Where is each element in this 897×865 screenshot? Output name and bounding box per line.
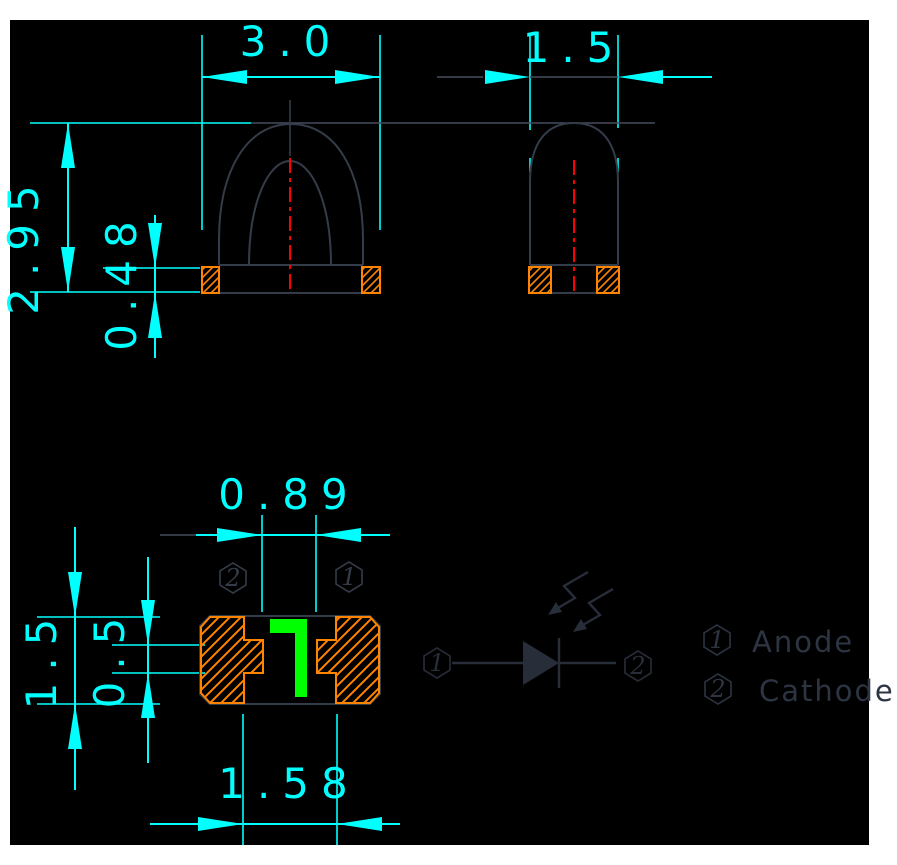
side-right-pad xyxy=(596,266,620,294)
bottom-view xyxy=(199,561,381,705)
dim-footprint-width: 1.5 xyxy=(17,606,66,710)
bottom-pad-1 xyxy=(316,616,380,704)
front-right-pad xyxy=(361,266,381,294)
dimension-2.95 xyxy=(61,123,75,292)
drawing-sheet xyxy=(10,20,869,845)
pin2-balloon-icon xyxy=(219,562,247,594)
anode-label: Anode xyxy=(752,625,855,659)
light-arrow-icon xyxy=(573,587,614,632)
dim-pad-notch: 0.5 xyxy=(85,605,134,709)
diode-triangle-icon xyxy=(523,641,559,685)
dim-body-width: 3.0 xyxy=(239,17,343,66)
dim-pad-gap: 0.89 xyxy=(218,470,360,519)
bottom-pin1-number: 1 xyxy=(341,563,357,591)
front-left-pad xyxy=(201,266,220,294)
dim-pad-height: 0.48 xyxy=(97,209,146,351)
dimension-1.5-left xyxy=(68,527,82,790)
side-left-pad xyxy=(528,266,552,294)
cathode-label: Cathode xyxy=(759,674,895,708)
dimension-0.5 xyxy=(141,557,155,763)
legend xyxy=(703,624,732,705)
side-view xyxy=(528,121,620,294)
dimension-1.58 xyxy=(150,817,400,831)
light-arrow-icon xyxy=(548,570,589,615)
bottom-pad-2 xyxy=(200,616,264,704)
dimension-0.89 xyxy=(160,528,390,542)
schematic-pin1-number: 1 xyxy=(429,649,445,677)
dim-pad-span: 1.58 xyxy=(218,759,360,808)
dimension-3.0 xyxy=(202,70,380,84)
schematic-pin2-balloon-icon xyxy=(624,650,652,682)
extension-lines xyxy=(30,35,655,845)
legend-pin2-number: 2 xyxy=(710,675,726,703)
dim-body-height: 2.95 xyxy=(0,173,48,315)
dimension-1.5-top xyxy=(437,70,712,84)
dimension-0.48 xyxy=(148,215,162,358)
bottom-pin2-number: 2 xyxy=(225,564,241,592)
legend-pin1-balloon-icon xyxy=(703,624,731,656)
front-view xyxy=(201,100,381,294)
dim-body-depth: 1.5 xyxy=(522,23,626,72)
schematic-pin2-number: 2 xyxy=(630,652,646,680)
legend-pin1-number: 1 xyxy=(709,626,725,654)
led-schematic xyxy=(423,570,652,688)
pin1-balloon-icon xyxy=(335,561,363,593)
legend-pin2-balloon-icon xyxy=(704,673,732,705)
schematic-pin1-balloon-icon xyxy=(423,647,451,679)
